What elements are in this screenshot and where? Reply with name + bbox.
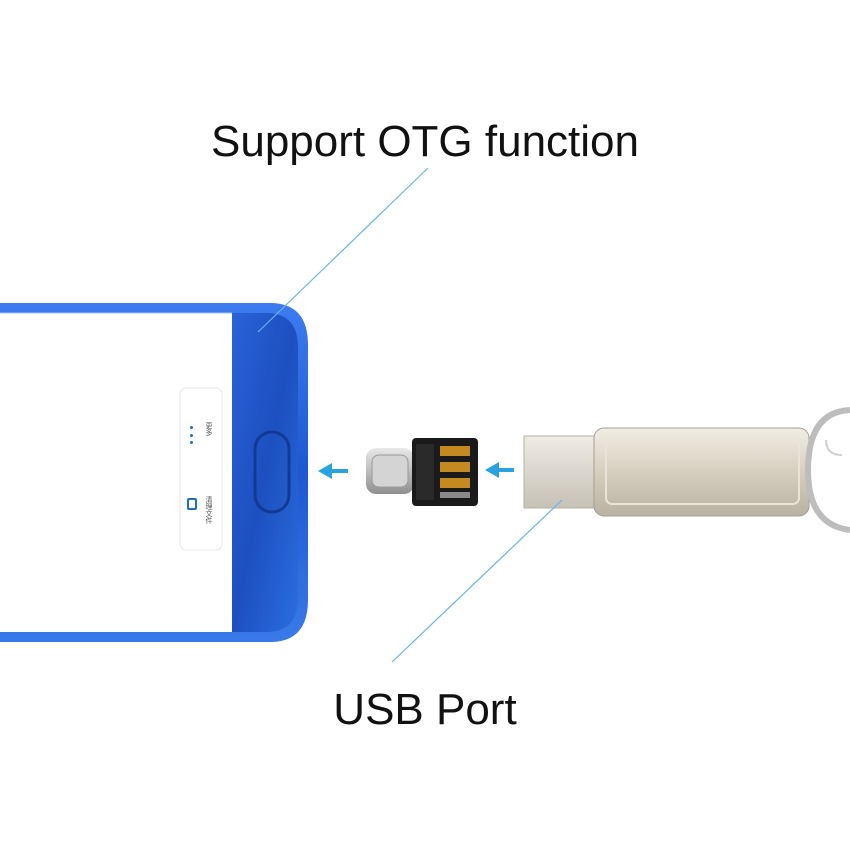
- clean-label: 清理文件: [205, 496, 213, 524]
- leader-line-top: [257, 167, 429, 333]
- usb-flash-drive: [523, 407, 850, 533]
- more-label: 更多: [205, 422, 213, 436]
- clean-files-icon: [187, 498, 197, 510]
- left-arrow-icon: [485, 462, 514, 478]
- caption-usb-port: USB Port: [333, 685, 517, 734]
- otg-adapter: [366, 438, 478, 506]
- usb-casing: [593, 427, 810, 517]
- three-dots-icon: [190, 426, 194, 444]
- phone-bezel-blue: [232, 313, 298, 632]
- phone-menu-clean: 清理文件: [186, 494, 220, 530]
- key-ring: [804, 407, 850, 533]
- home-button: [253, 430, 291, 514]
- leader-line-bottom: [391, 499, 563, 663]
- smartphone: [0, 303, 308, 642]
- caption-otg: Support OTG function: [211, 117, 639, 166]
- phone-screen-white: [0, 313, 232, 632]
- usb-plug: [523, 435, 605, 509]
- left-arrow-icon: [318, 463, 348, 479]
- phone-menu-more: 更多: [186, 420, 220, 450]
